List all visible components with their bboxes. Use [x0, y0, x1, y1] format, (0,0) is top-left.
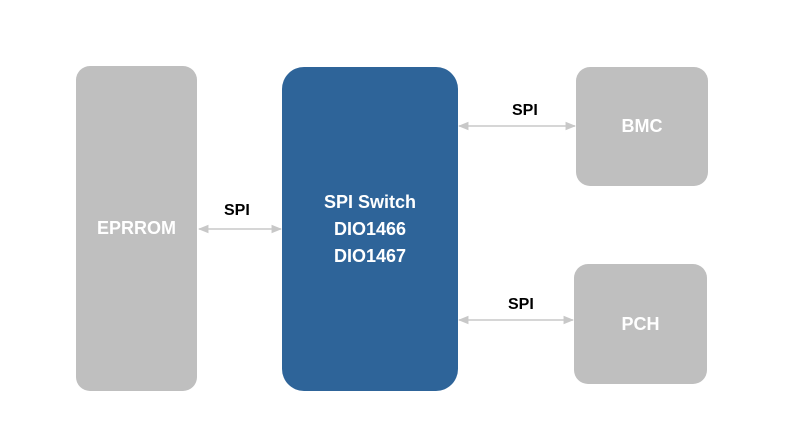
edge-label-eprrom-switch: SPI [224, 202, 250, 219]
edge-label-switch-bmc: SPI [512, 102, 538, 119]
eprrom-label: EPRROM [96, 218, 176, 238]
spi-switch-part-1: DIO1466 [333, 218, 407, 239]
bmc-node: BMC [576, 67, 708, 186]
spi-switch-title: SPI Switch [323, 191, 417, 212]
spi-switch-node: SPI Switch DIO1466 DIO1467 [282, 67, 458, 391]
pch-label: PCH [621, 313, 660, 334]
bmc-label: BMC [621, 116, 663, 136]
spi-switch-part-2: DIO1467 [333, 245, 407, 266]
edge-label-switch-pch: SPI [508, 296, 534, 313]
eprrom-node: EPRROM [76, 66, 197, 391]
pch-node: PCH [574, 264, 707, 384]
